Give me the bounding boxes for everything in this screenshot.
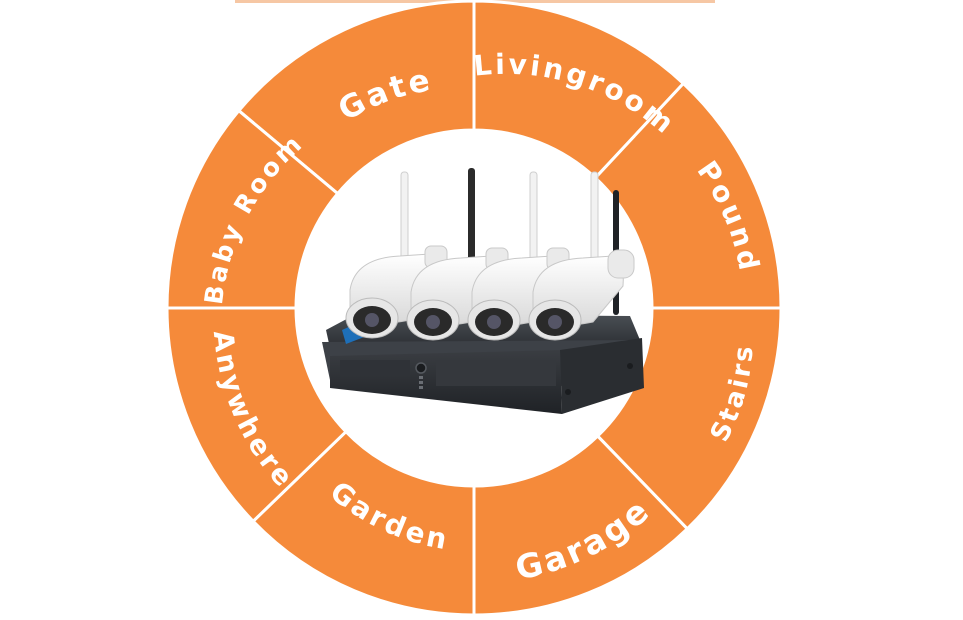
ring-segment-gate xyxy=(236,0,476,196)
nvr-camera-kit-image xyxy=(322,168,644,414)
ring-segment-baby-room xyxy=(165,108,340,310)
camera-icon-4 xyxy=(528,171,635,341)
